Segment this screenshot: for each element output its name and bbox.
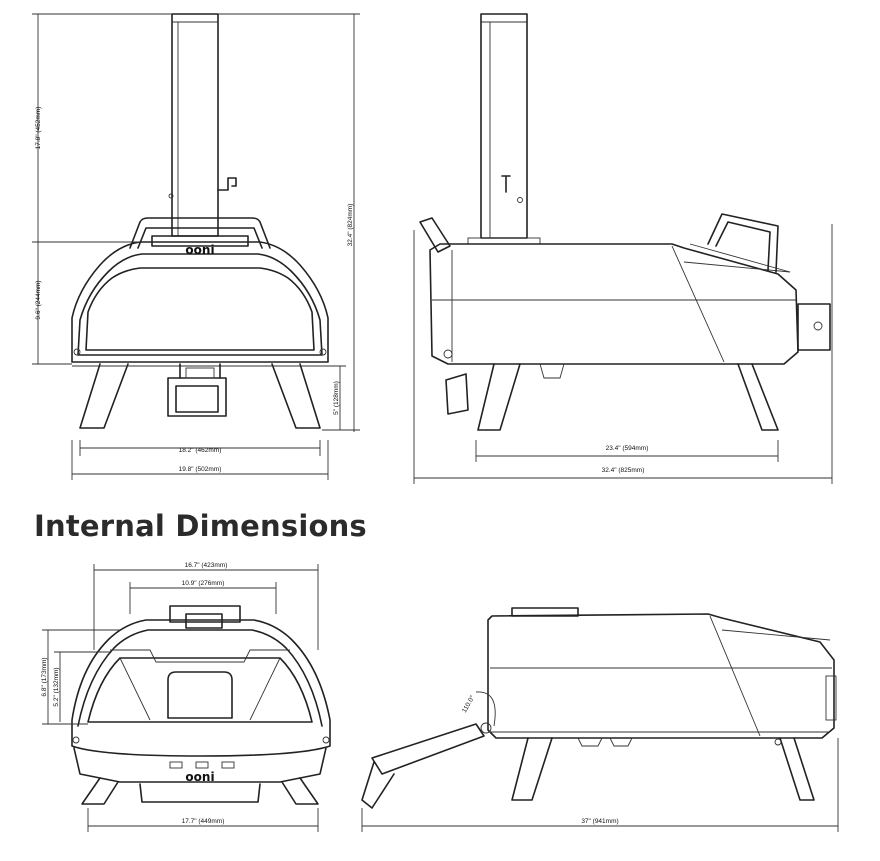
internal-front-view-dimensions: 16.7" (423mm) 10.9" (276mm) 6.8" (173mm)… (41, 562, 319, 832)
total-width-label: 19.8" (502mm) (179, 466, 222, 473)
leg-height-label: 5" (128mm) (333, 381, 340, 415)
door-opening-height-label: 5.2" (132mm) (53, 667, 60, 706)
section-heading: Internal Dimensions (34, 509, 367, 543)
front-view-drawing: ooni (71, 13, 329, 429)
side-view-drawing (419, 13, 831, 431)
internal-side-view-dimensions: 110.0° 37" (941mm) (361, 691, 839, 832)
door-angle-label: 110.0° (460, 694, 476, 714)
door-opening-width-label: 10.9" (276mm) (182, 580, 225, 587)
total-height-label: 32.4" (824mm) (347, 204, 354, 247)
front-view-dimensions: 17.8" (452mm) 9.6" (244mm) 32.4" (824mm)… (32, 13, 360, 480)
total-depth-open-label: 37" (941mm) (581, 818, 618, 825)
leg-span-label: 18.2" (462mm) (179, 447, 222, 454)
base-width-label: 17.7" (449mm) (182, 818, 225, 825)
internal-height-label: 6.8" (173mm) (41, 657, 48, 696)
front-view-brand-logo: ooni (185, 243, 214, 257)
side-total-depth-label: 32.4" (825mm) (602, 467, 645, 474)
internal-front-brand-logo: ooni (185, 770, 214, 784)
internal-width-label: 16.7" (423mm) (185, 562, 228, 569)
internal-front-view-drawing: ooni (71, 605, 331, 805)
chimney-height-label: 17.8" (452mm) (35, 107, 42, 150)
side-view-dimensions: 23.4" (594mm) 32.4" (825mm) (413, 224, 833, 484)
internal-side-view-drawing (361, 607, 837, 809)
body-height-label: 9.6" (244mm) (35, 280, 42, 319)
side-leg-span-label: 23.4" (594mm) (606, 445, 649, 452)
